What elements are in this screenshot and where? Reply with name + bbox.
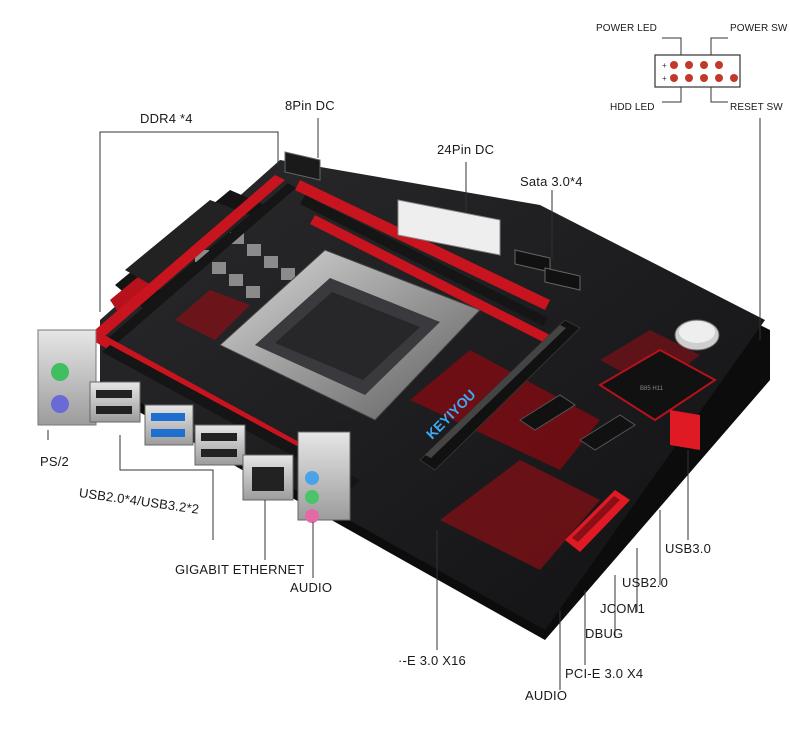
pin-hdd-led-minus: [685, 74, 693, 82]
label-audio-front: AUDIO: [525, 688, 568, 703]
pin-power-led-minus: [685, 61, 693, 69]
sata-ports: [514, 249, 581, 291]
usb3-stack: [144, 404, 194, 446]
header-outline: [654, 54, 741, 88]
pcie-x4-slot: [565, 490, 630, 552]
socket-mark: LGA2011-3: [330, 415, 365, 422]
chipset-mark: B85 H11: [640, 386, 664, 392]
label-audio-rear: AUDIO: [290, 580, 333, 595]
label-24pin: 24Pin DC: [437, 142, 495, 157]
label-power-sw: POWER SW: [730, 23, 788, 34]
label-pcie-x4: PCI-E 3.0 X4: [565, 666, 644, 681]
label-hdd-led: HDD LED: [610, 102, 655, 113]
cpu-socket: LGA2011-3: [219, 249, 481, 422]
ps2-purple-port: [51, 395, 69, 413]
leader-lines: [47, 118, 761, 690]
label-usb3: USB3.0: [665, 541, 712, 556]
pin-nc: [730, 74, 738, 82]
label-dbug: DBUG: [585, 626, 624, 641]
chipset-heatsink: B85 H11: [598, 348, 717, 422]
label-usb2: USB2.0: [622, 575, 669, 590]
label-sata: Sata 3.0*4: [520, 174, 583, 189]
pin-power-led-plus: [670, 61, 678, 69]
pin-reset-sw-1: [700, 74, 708, 82]
label-ps2: PS/2: [40, 454, 69, 469]
usb3-header: [670, 410, 700, 450]
m2-slots: [519, 394, 636, 451]
usb2-stack-1: [89, 381, 141, 423]
pcie-x16-slot: KEYIYOU: [419, 319, 581, 471]
label-8pin: 8Pin DC: [285, 98, 335, 113]
label-jcom: JCOM1: [600, 601, 646, 616]
cmos-battery: [674, 319, 720, 351]
atx-24pin-connector: [397, 199, 501, 256]
usb2-stack-2: [194, 424, 246, 466]
front-panel-leaders: [662, 37, 728, 103]
label-ddr4: DDR4 *4: [140, 111, 193, 126]
label-reset-sw: RESET SW: [730, 102, 783, 113]
pin-power-sw-1: [700, 61, 708, 69]
front-panel-header-diagram: + +: [654, 37, 741, 103]
audio-jacks: [297, 431, 351, 521]
pin-hdd-led-plus: [670, 74, 678, 82]
plus-mark-bottom: +: [662, 74, 667, 83]
ps2-green-port: [51, 363, 69, 381]
ddr4-slots: [88, 175, 550, 488]
label-power-led: POWER LED: [596, 23, 657, 34]
rear-io-panel: [37, 329, 351, 523]
pin-power-sw-2: [715, 61, 723, 69]
pin-reset-sw-2: [715, 74, 723, 82]
label-pcie-x16: ·-E 3.0 X16: [398, 653, 466, 668]
plus-mark-top: +: [662, 61, 667, 70]
cpu-8pin-connector: [284, 151, 321, 181]
label-ethernet: GIGABIT ETHERNET: [175, 562, 305, 577]
